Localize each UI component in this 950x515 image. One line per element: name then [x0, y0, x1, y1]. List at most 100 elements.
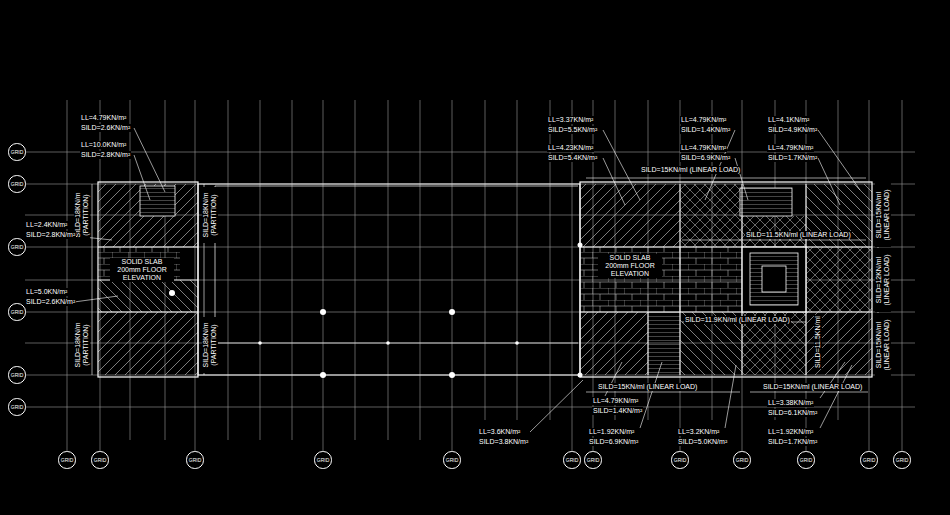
hatch-area: [98, 184, 198, 247]
column-dot: [515, 341, 519, 345]
grid-line: [517, 100, 518, 420]
load-note: SILD=11.9KN/ml (LINEAR LOAD): [684, 316, 791, 324]
load-note: LL=3.38KN/m²: [767, 399, 814, 407]
linear-load-note: SILD=12KN/ml (LINEAR LOAD): [875, 248, 891, 312]
load-note: SILD=1.4KN/m²: [680, 126, 731, 134]
load-note: SILD=6.9KN/m²: [680, 154, 731, 162]
wall: [98, 312, 198, 313]
grid-bubble: GRID: [893, 451, 911, 469]
grid-line: [25, 247, 915, 248]
grid-bubble: GRID: [91, 451, 109, 469]
grid-bubble: GRID: [671, 451, 689, 469]
grid-line: [195, 100, 196, 452]
grid-label: GRID: [11, 373, 24, 378]
grid-line: [260, 100, 261, 440]
stair-well: [762, 266, 786, 292]
grid-label: GRID: [11, 245, 24, 250]
load-note: SILD=15KN/ml (LINEAR LOAD): [640, 166, 741, 174]
grid-line: [452, 100, 453, 452]
wall: [648, 312, 649, 375]
grid-bubble: GRID: [8, 398, 26, 416]
load-note: SILD=15KN/ml (LINEAR LOAD): [597, 383, 698, 391]
load-note: SILD=5.5KN/m²: [547, 126, 598, 134]
load-note: SILD=15KN/ml (LINEAR LOAD): [762, 383, 863, 391]
load-note: SOLID SLAB 200mm FLOOR ELEVATION: [110, 258, 174, 282]
grid-bubble: GRID: [8, 366, 26, 384]
right-block: [580, 178, 878, 392]
stair-core: [742, 247, 806, 312]
grid-line: [25, 312, 915, 313]
grid-label: GRID: [736, 458, 749, 463]
hatch-area: [580, 312, 648, 375]
grid-label: GRID: [61, 458, 74, 463]
grid-bubble: GRID: [58, 451, 76, 469]
area-outline: [198, 184, 580, 375]
grid-label: GRID: [863, 458, 876, 463]
load-note: SILD=2.6KN/m²: [80, 124, 131, 132]
load-note: SILD=11.5KN/ml (LINEAR LOAD): [745, 231, 852, 239]
grid-label: GRID: [317, 458, 330, 463]
leader-line: [603, 130, 640, 200]
load-note: SILD=6.1KN/m²: [767, 409, 818, 417]
load-note: SILD=2.6KN/m²: [25, 298, 76, 306]
load-note: LL=3.6KN/m²: [478, 428, 521, 436]
grid-lines: [25, 100, 915, 452]
load-note: LL=4.79KN/m²: [80, 114, 127, 122]
stair-symbol: [750, 253, 798, 305]
stair-symbol: [140, 186, 175, 216]
load-note: LL=10.0KN/m²: [80, 141, 127, 149]
wall: [680, 184, 681, 375]
linear-load-note: SILD=18KN/m (PARTITION): [74, 187, 90, 243]
load-note: LL=4.23KN/m²: [547, 144, 594, 152]
grid-label: GRID: [11, 150, 24, 155]
building-outline: [98, 182, 198, 377]
leader-line: [530, 380, 583, 432]
hatch-area: [806, 247, 872, 312]
grid-label: GRID: [896, 458, 909, 463]
grid-line: [420, 100, 421, 440]
wall: [98, 247, 198, 248]
leader-line: [818, 130, 860, 190]
load-note: SILD=5.4KN/m²: [547, 154, 598, 162]
wall: [742, 184, 743, 375]
hatch-area: [680, 184, 742, 247]
column-dot: [169, 290, 175, 296]
hatch-area: [580, 184, 680, 247]
hatch-area: [98, 312, 198, 375]
hatch-area: [580, 247, 680, 312]
grid-bubble: GRID: [8, 175, 26, 193]
column-dot: [449, 309, 455, 315]
grid-line: [902, 100, 903, 452]
load-note: LL=1.92KN/m²: [588, 428, 635, 436]
load-note: LL=5.0KN/m²: [25, 288, 68, 296]
grid-bubble: GRID: [797, 451, 815, 469]
load-note: SILD=5.0KN/m²: [677, 438, 728, 446]
leader-line: [820, 365, 852, 428]
grid-label: GRID: [11, 182, 24, 187]
load-note: SILD=1.4KN/m²: [592, 407, 643, 415]
leader-line: [640, 362, 662, 428]
grid-bubble: GRID: [443, 451, 461, 469]
grid-label: GRID: [94, 458, 107, 463]
load-note: LL=4.79KN/m²: [680, 116, 727, 124]
leader-line: [134, 128, 165, 192]
dimension-line: [682, 240, 866, 241]
load-note: SILD=2.8KN/m²: [25, 231, 76, 239]
load-note: SILD=2.8KN/m²: [80, 151, 131, 159]
grid-bubble: GRID: [314, 451, 332, 469]
grid-bubble: GRID: [8, 238, 26, 256]
load-note: SILD=1.7KN/m²: [767, 154, 818, 162]
stair-symbol: [648, 312, 680, 375]
column-dot: [258, 341, 262, 345]
grid-line: [67, 100, 68, 452]
column-dot: [320, 372, 326, 378]
leader-line: [725, 365, 736, 428]
grid-label: GRID: [566, 458, 579, 463]
grid-line: [388, 100, 389, 440]
load-note: LL=3.2KN/m²: [677, 428, 720, 436]
linear-load-note: SILD=18KN/m (PARTITION): [74, 317, 90, 373]
load-note: SILD=3.8KN/m²: [478, 438, 529, 446]
linear-load-note: SILD=18KN/m (PARTITION): [202, 317, 218, 373]
leader-line: [603, 158, 625, 205]
left-block: [92, 182, 204, 377]
